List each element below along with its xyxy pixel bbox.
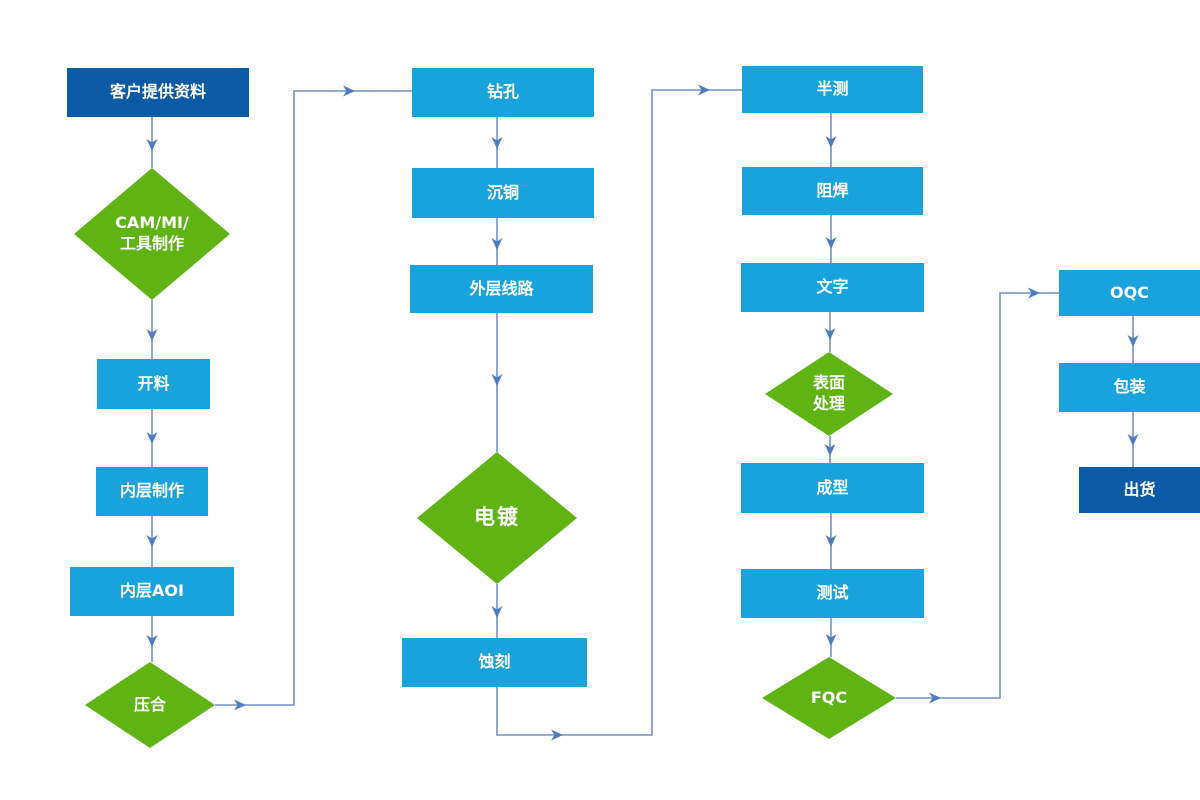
- connector-line: [896, 292, 1059, 699]
- connector-line: [496, 89, 742, 736]
- arrowhead-icon: [825, 237, 837, 249]
- arrowhead-icon: [343, 85, 355, 97]
- arrowhead-icon: [929, 692, 941, 704]
- node-forming: 成型: [741, 463, 924, 513]
- node-solder-mask: 阻焊: [742, 167, 923, 215]
- arrowhead-icon: [551, 729, 563, 741]
- node-copper-deposition: 沉铜: [412, 168, 594, 218]
- node-label-inner-layer: 内层制作: [119, 481, 184, 501]
- node-outer-circuit: 外层线路: [410, 265, 593, 313]
- arrowhead-icon: [491, 137, 503, 149]
- node-label-testing: 测试: [816, 583, 849, 603]
- arrowhead-icon: [146, 432, 158, 444]
- node-label-half-test: 半测: [816, 79, 849, 99]
- arrowhead-icon: [824, 444, 836, 456]
- node-label-solder-mask: 阻焊: [816, 180, 849, 200]
- node-label-shipment: 出货: [1123, 479, 1156, 499]
- node-label-oqc: OQC: [1110, 282, 1149, 302]
- node-label-forming: 成型: [816, 477, 849, 497]
- arrowhead-icon: [146, 329, 158, 341]
- connector-line: [215, 90, 412, 706]
- arrowhead-icon: [825, 535, 837, 547]
- arrowhead-icon: [146, 139, 158, 151]
- node-drilling: 钻孔: [412, 68, 594, 117]
- node-inner-aoi: 内层AOI: [70, 567, 234, 616]
- arrowhead-icon: [491, 374, 503, 386]
- node-testing: 测试: [741, 569, 924, 618]
- node-packing: 包装: [1059, 363, 1200, 412]
- node-label-drilling: 钻孔: [486, 82, 519, 102]
- node-customer-data: 客户提供资料: [67, 68, 249, 117]
- arrowhead-icon: [825, 634, 837, 646]
- arrowhead-icon: [491, 238, 503, 250]
- node-label-fqc: FQC: [810, 687, 848, 707]
- node-label-lamination: 压合: [133, 694, 166, 714]
- arrowhead-icon: [146, 635, 158, 647]
- node-cutting: 开料: [97, 359, 210, 409]
- node-label-plating: 电镀: [474, 505, 520, 530]
- arrowhead-icon: [146, 535, 158, 547]
- arrowhead-icon: [491, 606, 503, 618]
- arrowhead-icon: [825, 136, 837, 148]
- node-inner-layer: 内层制作: [96, 467, 208, 516]
- node-label-surface-finish: 表面 处理: [812, 373, 845, 413]
- node-label-copper-deposition: 沉铜: [486, 182, 519, 202]
- node-label-silkscreen: 文字: [816, 277, 849, 297]
- arrowhead-icon: [824, 328, 836, 340]
- arrowhead-icon: [234, 699, 246, 711]
- node-shipment: 出货: [1079, 467, 1200, 513]
- node-silkscreen: 文字: [741, 263, 924, 312]
- node-label-customer-data: 客户提供资料: [109, 82, 206, 102]
- arrowhead-icon: [1127, 434, 1139, 446]
- arrowhead-icon: [698, 84, 710, 96]
- node-label-inner-aoi: 内层AOI: [120, 581, 184, 601]
- node-label-outer-circuit: 外层线路: [469, 278, 534, 298]
- node-label-etching: 蚀刻: [478, 652, 511, 672]
- arrowhead-icon: [1028, 287, 1040, 299]
- arrowhead-icon: [1127, 335, 1139, 347]
- node-half-test: 半测: [742, 66, 923, 113]
- node-label-packing: 包装: [1113, 377, 1146, 397]
- node-label-cutting: 开料: [137, 373, 170, 393]
- node-label-cam-mi-tooling: CAM/MI/ 工具制作: [115, 213, 189, 253]
- node-etching: 蚀刻: [402, 638, 587, 687]
- node-oqc: OQC: [1059, 270, 1200, 316]
